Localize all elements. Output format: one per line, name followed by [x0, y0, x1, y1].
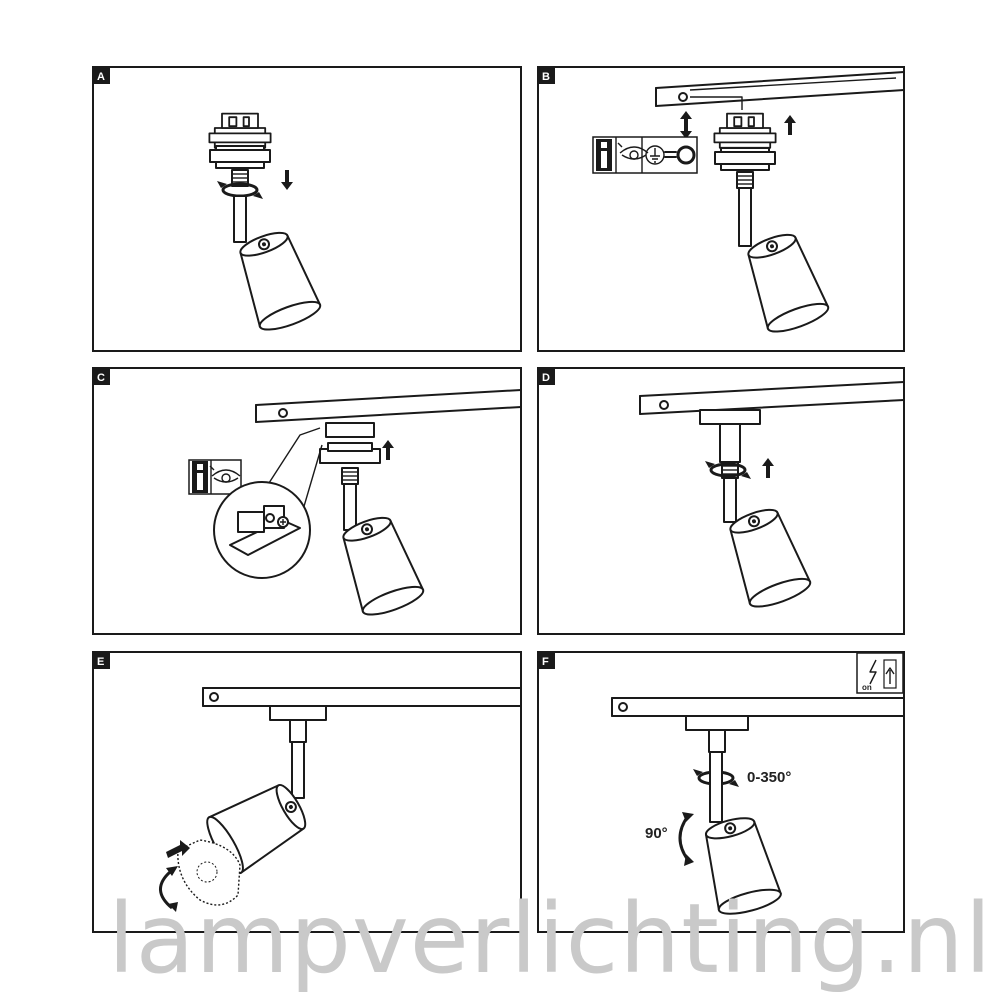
- track-rail: [611, 697, 905, 717]
- panel-f: F on 0-350° 90°: [537, 651, 905, 933]
- rotation-range-label: 0-350°: [747, 769, 791, 786]
- power-on-label: on: [862, 683, 872, 692]
- adapter-thread: [708, 729, 726, 753]
- track-adapter: [699, 409, 761, 425]
- track-adapter: [208, 112, 272, 169]
- track-rail: [639, 381, 905, 415]
- panel-e: E: [92, 651, 522, 933]
- track-rail: [255, 389, 522, 423]
- bulb: [177, 839, 241, 906]
- panel-label-d: D: [542, 372, 550, 384]
- panel-a: A: [92, 66, 522, 352]
- adapter-thread: [736, 171, 754, 189]
- panel-label-e: E: [97, 656, 104, 668]
- lamp-stem: [709, 751, 723, 823]
- panel-label-b: B: [542, 71, 550, 83]
- panel-label-c: C: [97, 372, 105, 384]
- earth-ground-icon: [645, 145, 665, 165]
- track-rail: [655, 71, 905, 110]
- lamp-stem: [723, 477, 737, 523]
- tilt-angle-label: 90°: [645, 825, 668, 842]
- rotate-arrow-icon: [159, 866, 178, 912]
- panel-c: C: [92, 367, 522, 635]
- panel-label-f: F: [542, 656, 549, 668]
- track-adapter: [685, 715, 749, 731]
- panel-d: D: [537, 367, 905, 635]
- lamp-stem: [233, 195, 247, 243]
- track-adapter: [713, 112, 777, 171]
- adapter-thread: [289, 719, 307, 743]
- watermark-text: lampverlichting.nl: [108, 883, 992, 995]
- track-adapter: [319, 422, 381, 464]
- power-switch-box: on: [856, 652, 904, 694]
- arrow-up-down-icon: [680, 111, 692, 139]
- panel-b: B: [537, 66, 905, 352]
- tilt-arrow-icon: [678, 812, 694, 866]
- info-box: [188, 459, 242, 495]
- lamp-stem: [343, 483, 357, 531]
- track-rail: [202, 687, 522, 707]
- lamp-stem: [738, 187, 752, 247]
- insert-arrow-icon: [166, 840, 190, 858]
- adapter-thread: [341, 467, 359, 485]
- track-adapter: [269, 705, 327, 721]
- detail-magnifier: [213, 427, 323, 579]
- panel-label-a: A: [97, 71, 105, 83]
- lamp-stem: [291, 741, 305, 799]
- info-box: [592, 136, 698, 174]
- adapter-neck: [719, 423, 741, 463]
